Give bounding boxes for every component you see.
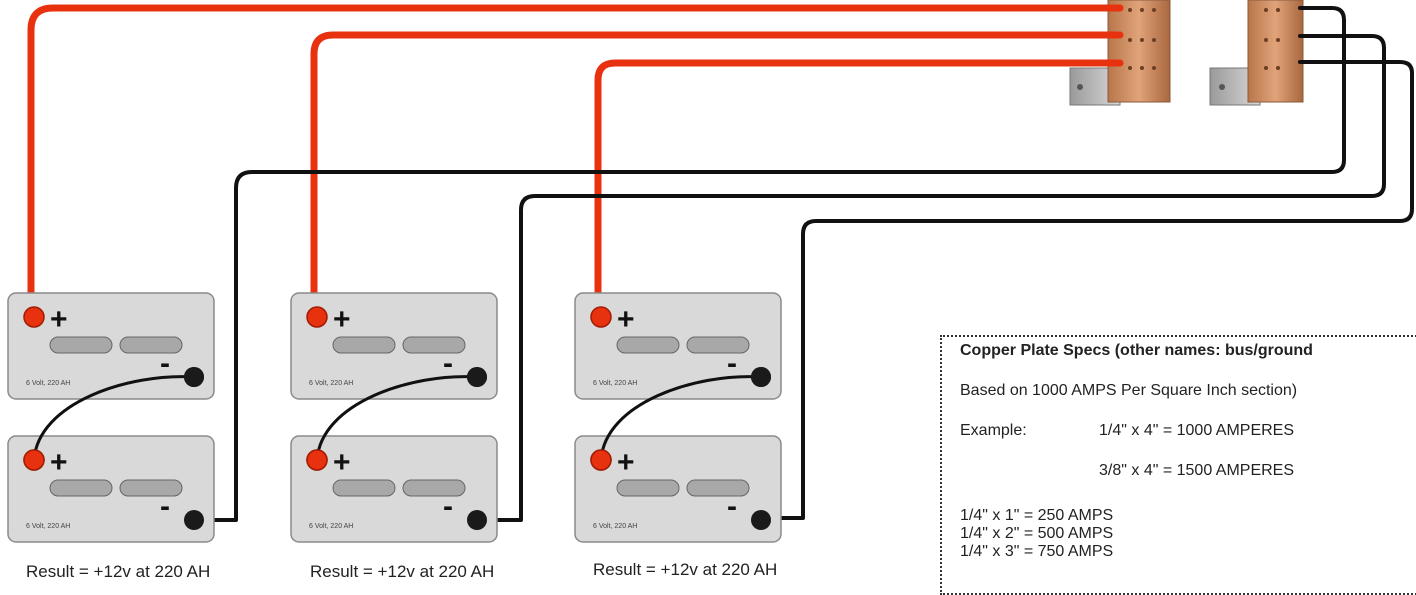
series-jumper-wire-3 [599, 375, 762, 461]
negative-terminal-icon [751, 510, 771, 530]
specs-title: Copper Plate Specs (other names: bus/gro… [960, 342, 1313, 359]
battery-label: 6 Volt, 220 AH [26, 380, 70, 387]
negative-bus-bar [1209, 0, 1304, 106]
battery-vent-cap [616, 336, 680, 354]
battery-label: 6 Volt, 220 AH [593, 523, 637, 530]
battery-vent-cap [402, 479, 466, 497]
negative-wire-2 [479, 34, 1386, 522]
specs-example-label: Example: [960, 422, 1027, 439]
specs-basis: Based on 1000 AMPS Per Square Inch secti… [960, 382, 1298, 399]
minus-sign: - [443, 490, 453, 523]
minus-sign: - [160, 490, 170, 523]
specs-example-2: 3/8" x 4" = 1500 AMPERES [1099, 462, 1295, 479]
bank-1-result: Result = +12v at 220 AH [26, 562, 211, 581]
positive-terminal-icon [23, 449, 45, 471]
battery-vent-cap [49, 336, 113, 354]
negative-terminal-icon [751, 367, 771, 387]
bank-2-result: Result = +12v at 220 AH [310, 562, 495, 581]
battery-label: 6 Volt, 220 AH [26, 523, 70, 530]
positive-terminal-icon [590, 306, 612, 328]
positive-wire-2 [310, 31, 1124, 320]
negative-wire-3 [759, 60, 1414, 520]
series-jumper-wire-2 [315, 375, 478, 461]
battery-bank2-bottom: + - 6 Volt, 220 AH [290, 435, 498, 543]
battery-label: 6 Volt, 220 AH [309, 523, 353, 530]
plus-sign: + [617, 303, 635, 336]
minus-sign: - [727, 490, 737, 523]
minus-sign: - [443, 347, 453, 380]
plus-sign: + [50, 303, 68, 336]
positive-wire-1 [27, 4, 1124, 320]
minus-sign: - [160, 347, 170, 380]
battery-label: 6 Volt, 220 AH [309, 380, 353, 387]
minus-sign: - [727, 347, 737, 380]
plus-sign: + [333, 303, 351, 336]
plus-sign: + [333, 446, 351, 479]
plus-sign: + [617, 446, 635, 479]
positive-terminal-icon [306, 306, 328, 328]
specs-example-1: 1/4" x 4" = 1000 AMPERES [1099, 422, 1295, 439]
battery-label: 6 Volt, 220 AH [593, 380, 637, 387]
negative-wire-1 [191, 6, 1346, 522]
battery-vent-cap [616, 479, 680, 497]
positive-terminal-icon [306, 449, 328, 471]
battery-vent-cap [686, 479, 750, 497]
negative-terminal-icon [467, 367, 487, 387]
battery-vent-cap [119, 479, 183, 497]
specs-row-1: 1/4" x 1" = 250 AMPS [960, 507, 1114, 524]
battery-vent-cap [402, 336, 466, 354]
battery-vent-cap [332, 479, 396, 497]
battery-vent-cap [332, 336, 396, 354]
negative-terminal-icon [184, 510, 204, 530]
battery-vent-cap [119, 336, 183, 354]
specs-row-3: 1/4" x 3" = 750 AMPS [960, 543, 1114, 560]
battery-vent-cap [686, 336, 750, 354]
battery-vent-cap [49, 479, 113, 497]
battery-bank1-top: + - 6 Volt, 220 AH [7, 292, 215, 400]
negative-terminal-icon [467, 510, 487, 530]
battery-bank2-top: + - 6 Volt, 220 AH [290, 292, 498, 400]
plus-sign: + [50, 446, 68, 479]
bank-3-result: Result = +12v at 220 AH [593, 560, 778, 579]
positive-bus-bar [1069, 0, 1171, 106]
copper-plate-specs-box: Copper Plate Specs (other names: bus/gro… [940, 335, 1416, 595]
series-jumper-wire-1 [32, 375, 195, 461]
positive-terminal-icon [590, 449, 612, 471]
battery-bank3-top: + - 6 Volt, 220 AH [574, 292, 782, 400]
negative-terminal-icon [184, 367, 204, 387]
positive-wire-3 [594, 59, 1124, 319]
positive-terminal-icon [23, 306, 45, 328]
specs-row-2: 1/4" x 2" = 500 AMPS [960, 525, 1114, 542]
